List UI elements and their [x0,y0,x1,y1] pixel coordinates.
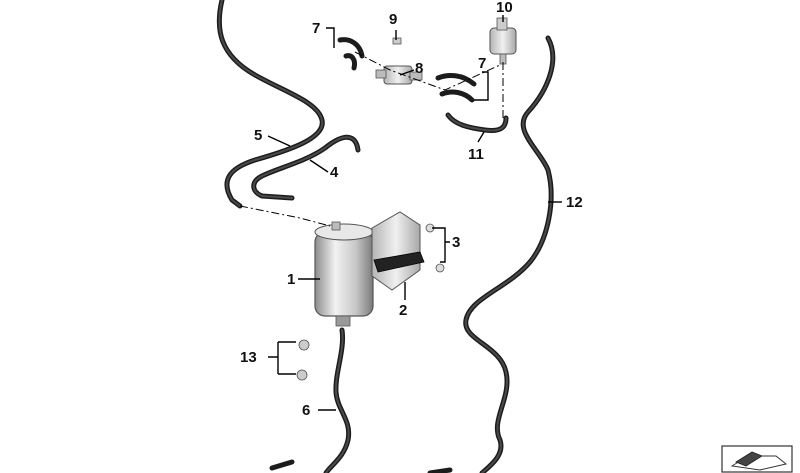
clips-13 [296,339,310,381]
callout-5: 5 [254,127,262,144]
callout-11: 11 [468,146,484,163]
callout-12: 12 [566,194,583,211]
callout-2: 2 [399,302,407,319]
callout-10: 10 [496,0,513,16]
callout-6: 6 [302,402,310,419]
hose-end-bottom-left [269,459,295,471]
hose-5 [216,0,325,209]
callout-7-right: 7 [478,55,486,72]
callout-13: 13 [240,349,257,366]
hose-7-right [435,73,477,103]
callout-7-left: 7 [312,20,320,37]
callout-8: 8 [415,60,423,77]
hose-6 [323,327,352,473]
hose-4 [251,134,361,201]
callout-1: 1 [287,271,295,288]
hose-12 [463,35,556,473]
hose-11 [445,112,509,133]
screw-9 [392,37,402,45]
hose-7-left [337,37,365,71]
dash-line-2 [354,51,501,91]
callout-4: 4 [330,164,339,181]
dash-line-1 [239,205,331,227]
valve-8 [375,65,423,85]
callout-9: 9 [389,11,397,28]
canister-1 [314,221,374,327]
bolts-3 [425,223,445,273]
valve-10 [489,17,517,65]
orientation-icon [721,445,793,473]
callout-3: 3 [452,234,460,251]
bracket-2 [371,211,425,291]
